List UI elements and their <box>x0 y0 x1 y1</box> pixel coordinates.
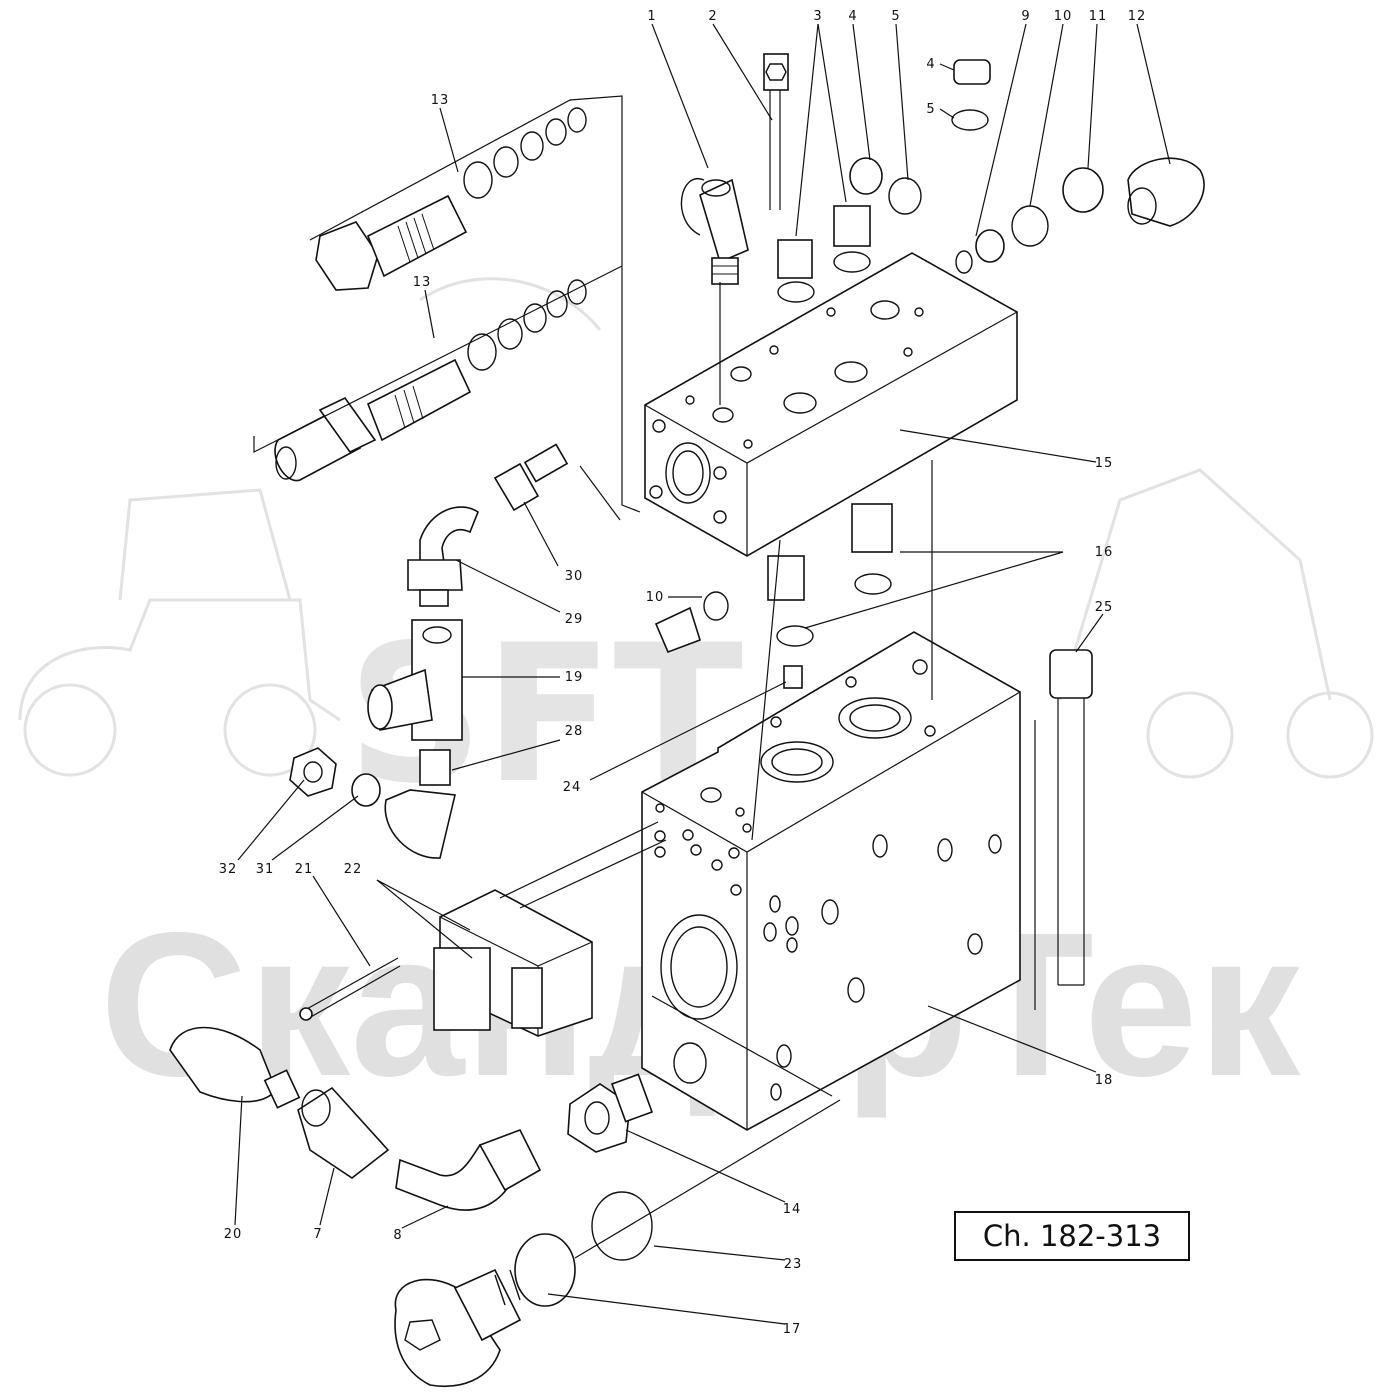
callout-2: 2 <box>708 9 717 24</box>
lower-manifold-block <box>641 631 1021 1131</box>
callout-12: 12 <box>1128 9 1147 24</box>
upper-manifold-block <box>644 252 1018 557</box>
callout-25: 25 <box>1095 600 1114 615</box>
fitting-parts-middle <box>289 443 1093 986</box>
callout-4b: 4 <box>926 57 935 72</box>
callout-20: 20 <box>224 1227 243 1242</box>
callout-15: 15 <box>1095 456 1114 471</box>
cartridge-valve-upper <box>315 107 587 291</box>
callout-30: 30 <box>565 569 584 584</box>
callout-19: 19 <box>565 670 584 685</box>
callout-28: 28 <box>565 724 584 739</box>
fitting-parts-top <box>680 53 1205 303</box>
watermark-graphics <box>18 277 1374 779</box>
callout-13a: 13 <box>431 93 450 108</box>
callout-24: 24 <box>563 780 582 795</box>
callout-29: 29 <box>565 612 584 627</box>
callout-21: 21 <box>295 862 314 877</box>
leader-lines <box>234 23 1171 1325</box>
callout-32: 32 <box>219 862 238 877</box>
callout-23: 23 <box>784 1257 803 1272</box>
callout-14: 14 <box>783 1202 802 1217</box>
callout-7: 7 <box>313 1227 322 1242</box>
callout-22: 22 <box>344 862 363 877</box>
callout-18: 18 <box>1095 1073 1114 1088</box>
cartridge-valve-lower <box>274 279 587 482</box>
callout-5: 5 <box>891 9 900 24</box>
callout-10b: 10 <box>646 590 665 605</box>
callout-16: 16 <box>1095 545 1114 560</box>
fitting-parts-bottom <box>169 821 667 1387</box>
callout-10: 10 <box>1054 9 1073 24</box>
callout-9: 9 <box>1021 9 1030 24</box>
callout-5b: 5 <box>926 102 935 117</box>
callout-31: 31 <box>256 862 275 877</box>
callout-11: 11 <box>1089 9 1108 24</box>
callout-13b: 13 <box>413 275 432 290</box>
callout-17: 17 <box>783 1322 802 1337</box>
callout-8: 8 <box>393 1228 402 1243</box>
callout-labels: 1 2 3 4 5 9 10 11 12 4 5 13 13 15 30 16 … <box>219 9 1147 1337</box>
chart-code-box: Ch. 182-313 <box>954 1211 1190 1261</box>
callout-1: 1 <box>647 9 656 24</box>
callout-4: 4 <box>848 9 857 24</box>
callout-3: 3 <box>813 9 822 24</box>
